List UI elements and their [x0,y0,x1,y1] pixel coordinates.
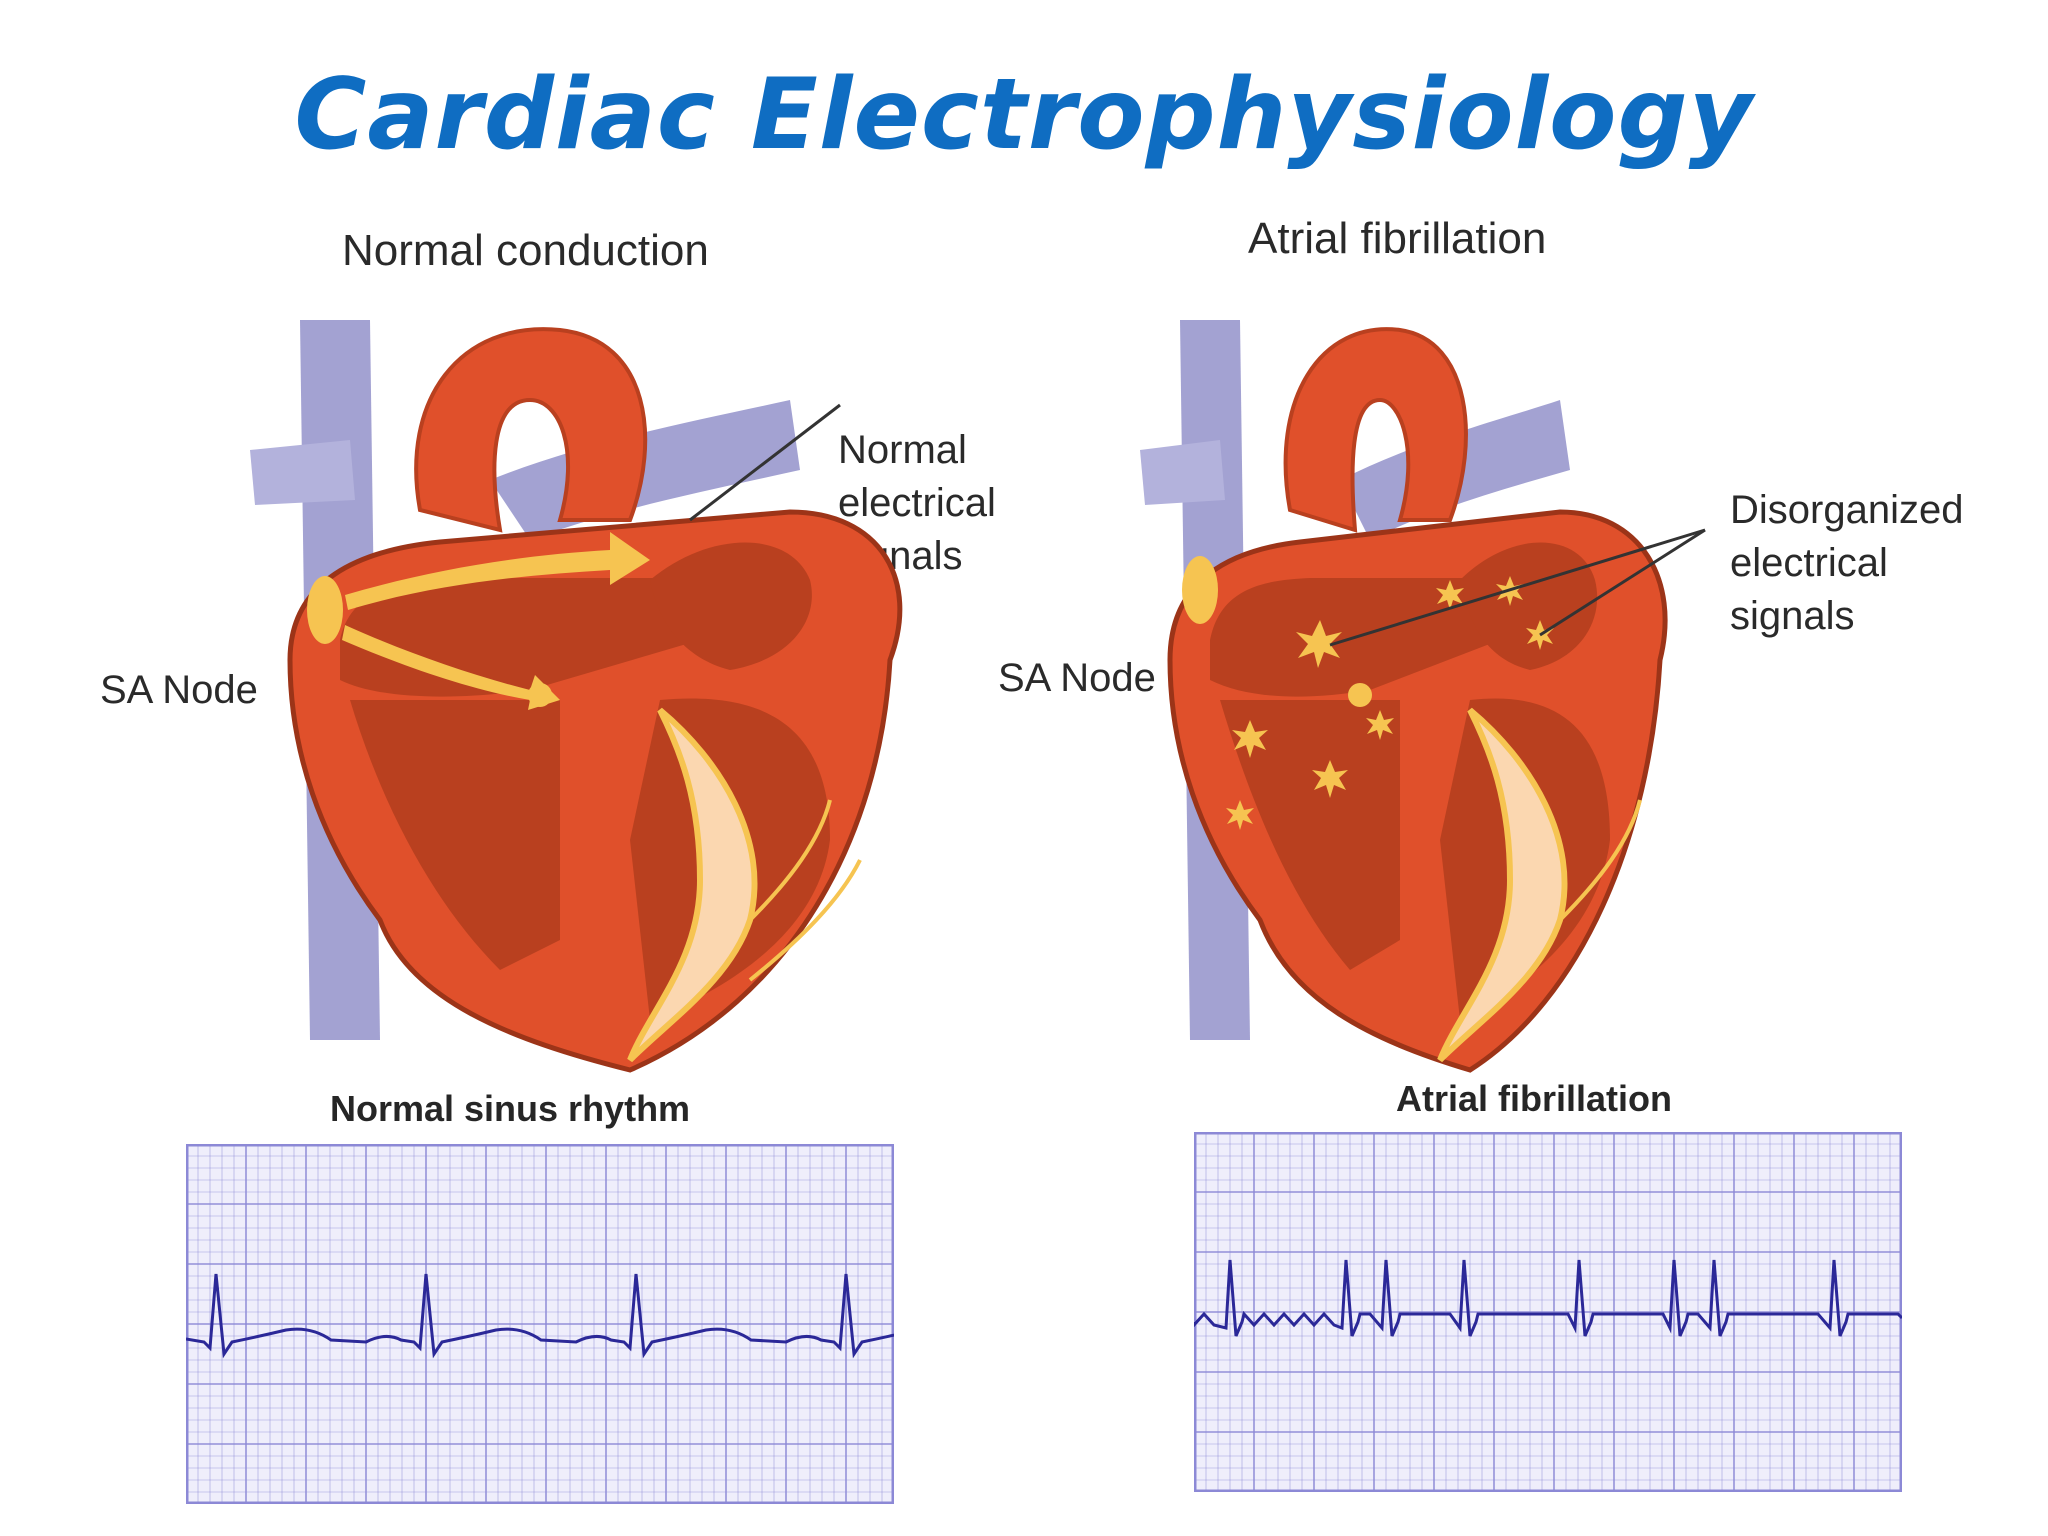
purkinje-fibers [1558,799,1642,922]
right-heading: Atrial fibrillation [1248,214,1547,263]
left-callout-line: Normal [838,428,967,472]
av-node [1348,683,1372,707]
left-heading: Normal conduction [342,226,709,275]
sa-node-oval [1182,556,1218,624]
right-strip-title: Atrial fibrillation [1396,1078,1673,1119]
left-callout-line: electrical [838,481,996,525]
afib-heart-illustration [1140,320,1706,1073]
spark [1436,580,1464,610]
left-strip-title: Normal sinus rhythm [330,1088,691,1129]
left-sa-node-label: SA Node [100,668,258,712]
afib-ecg-strip [1194,1132,1902,1492]
heart-inner-ventricle-left [350,700,560,970]
conduction-bundle [1437,707,1568,1063]
av-node [528,683,552,707]
sa-node-oval [307,576,343,644]
normal-sinus-ecg-strip [186,1144,894,1504]
ecg-trace [186,1273,894,1359]
callout-pointer [1329,528,1706,647]
callout-pointer [1539,528,1706,637]
right-callout-line: signals [1730,594,1855,638]
page-title: Cardiac Electrophysiology [294,58,1754,172]
aorta [414,327,648,533]
right-callout-line: electrical [1730,541,1888,585]
spark [1226,800,1254,830]
aorta [1283,327,1468,533]
callout-pointer [689,403,841,522]
spark [1366,710,1394,740]
left-vessel-stub [250,440,355,505]
spark [1232,720,1268,758]
signal-arrow-upper [345,532,650,610]
heart-inner-ventricle-left [1220,700,1400,970]
right-sa-node-label: SA Node [998,656,1156,700]
purkinje-fibers [748,799,862,982]
right-callout-line: Disorganized [1730,488,1964,532]
conduction-bundle [627,707,758,1063]
spark [1312,760,1348,798]
heart-inner-right-atrium [650,542,812,670]
normal-heart-illustration [250,320,903,1073]
spark [1296,620,1342,668]
right-callout: Disorganized electrical signals [1730,484,1963,643]
left-vessel-stub [1140,440,1225,505]
ecg-trace [1194,1259,1902,1337]
signal-arrow-lower [342,625,560,710]
